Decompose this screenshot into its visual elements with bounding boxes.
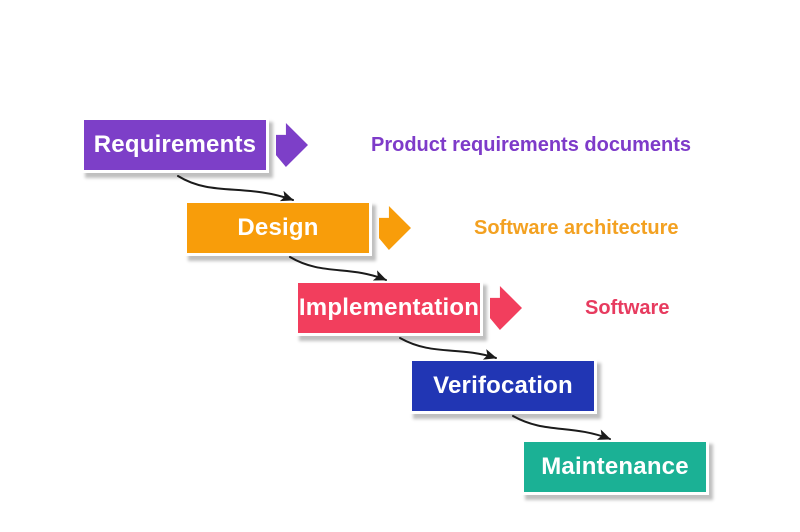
connector-implementation-to-verifocation bbox=[399, 337, 497, 360]
phase-annotation: Software architecture bbox=[474, 216, 679, 239]
step-verifocation: Verifocation bbox=[409, 358, 597, 414]
phase-box-maintenance: Maintenance bbox=[521, 439, 709, 495]
phase-box-design: Design bbox=[184, 200, 372, 256]
connector-design-to-implementation bbox=[289, 256, 387, 281]
phase-annotation: Software bbox=[585, 296, 670, 319]
phase-box-implementation: Implementation bbox=[295, 280, 483, 336]
connector-requirements-to-design bbox=[177, 175, 294, 202]
step-maintenance: Maintenance bbox=[521, 439, 709, 495]
step-requirements: Requirements Product requirements docume… bbox=[81, 117, 691, 173]
phase-box-verifocation: Verifocation bbox=[409, 358, 597, 414]
right-block-arrow-icon bbox=[490, 286, 522, 330]
step-design: Design Software architecture bbox=[184, 200, 679, 256]
right-block-arrow-icon bbox=[276, 123, 308, 167]
connector-verifocation-to-maintenance bbox=[512, 415, 611, 440]
right-block-arrow-icon bbox=[379, 206, 411, 250]
phase-annotation: Product requirements documents bbox=[371, 133, 692, 156]
step-implementation: Implementation Software bbox=[295, 280, 669, 336]
phase-box-requirements: Requirements bbox=[81, 117, 269, 173]
